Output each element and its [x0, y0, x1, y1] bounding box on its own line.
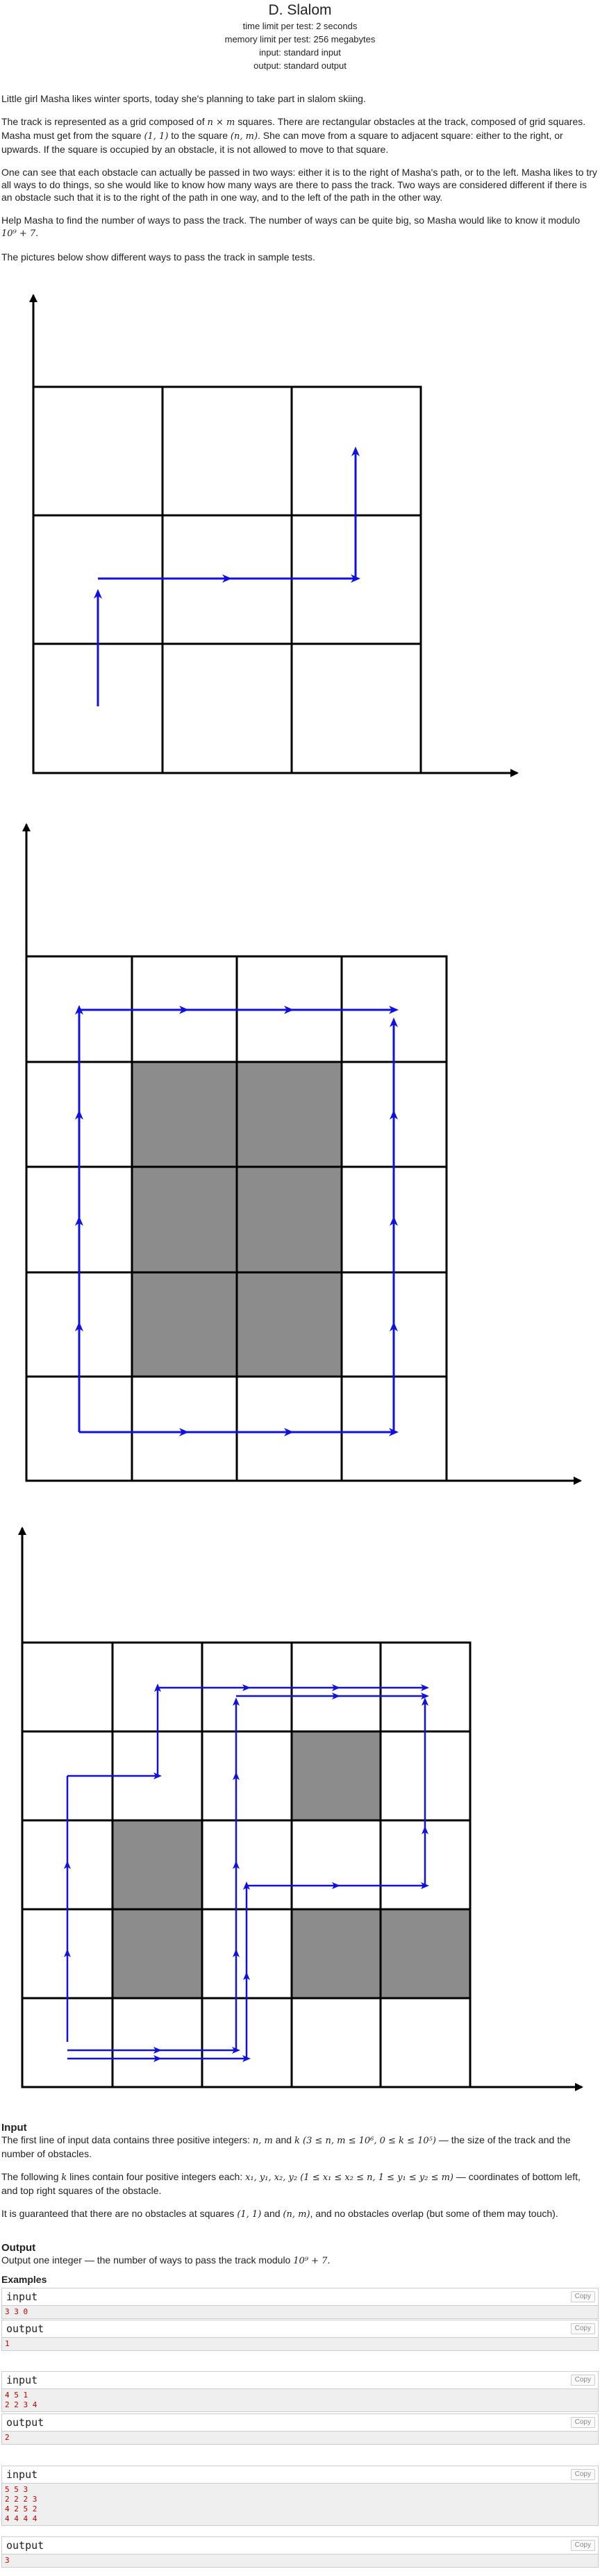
copy-button[interactable]: Copy: [570, 2417, 595, 2428]
example-3-output: output Copy 3: [1, 2536, 599, 2568]
time-limit: time limit per test: 2 seconds: [242, 21, 358, 31]
input-section: Input The first line of input data conta…: [0, 2122, 600, 2221]
input-paragraph: The first line of input data contains th…: [1, 2134, 571, 2159]
copy-button[interactable]: Copy: [570, 2375, 595, 2386]
output-label: output: [6, 2539, 44, 2552]
sample-2-diagram: [22, 823, 582, 1485]
statement-paragraph: Little girl Masha likes winter sports, t…: [1, 93, 366, 104]
input-paragraph: It is guaranteed that there are no obsta…: [1, 2208, 558, 2220]
copy-button[interactable]: Copy: [570, 2323, 595, 2334]
grid: [25, 955, 448, 1482]
problem-title: D. Slalom: [268, 2, 332, 18]
path-left: [75, 1005, 399, 1432]
copy-button[interactable]: Copy: [570, 2291, 595, 2302]
example-output-text: 1: [2, 2338, 598, 2350]
example-1-output: output Copy 1: [1, 2320, 599, 2351]
copy-button[interactable]: Copy: [570, 2469, 595, 2480]
copy-button[interactable]: Copy: [570, 2540, 595, 2551]
examples-heading: Examples: [1, 2274, 47, 2285]
input-label: input: [6, 2468, 38, 2481]
example-input-text: 4 5 1 2 2 3 4: [2, 2389, 598, 2411]
sample-1-diagram: [29, 294, 519, 777]
memory-limit: memory limit per test: 256 megabytes: [224, 34, 376, 44]
input-spec: input: standard input: [259, 47, 341, 58]
path-b: [67, 1693, 429, 2054]
input-label: input: [6, 2374, 38, 2386]
output-paragraph: Output one integer — the number of ways …: [1, 2254, 331, 2266]
statement-paragraph: Help Masha to find the number of ways to…: [1, 215, 581, 239]
path-a: [64, 1684, 429, 2042]
sample-3-diagram: [18, 1527, 583, 2091]
example-1-input: input Copy 3 3 0: [1, 2288, 599, 2319]
statement-paragraph: The track is represented as a grid compo…: [1, 116, 586, 155]
input-paragraph: The following k lines contain four posit…: [1, 2171, 581, 2196]
example-input-text: 5 5 3 2 2 2 3 4 2 5 2 4 4 4 4: [2, 2484, 598, 2525]
statement-paragraph: The pictures below show different ways t…: [1, 251, 315, 263]
path-c: [67, 1697, 429, 2062]
example-output-text: 2: [2, 2432, 598, 2444]
example-3-input: input Copy 5 5 3 2 2 2 3 4 2 5 2 4 4 4 4: [1, 2466, 599, 2526]
grid: [32, 385, 422, 774]
output-section: Output Output one integer — the number o…: [0, 2242, 600, 2268]
output-spec: output: standard output: [253, 60, 347, 71]
axes: [29, 294, 519, 777]
output-heading: Output: [1, 2242, 36, 2254]
example-input-text: 3 3 0: [2, 2306, 598, 2318]
problem-header: D. Slalom time limit per test: 2 seconds…: [0, 0, 600, 72]
path: [94, 447, 360, 706]
example-output-text: 3: [2, 2554, 598, 2567]
output-label: output: [6, 2322, 44, 2335]
input-heading: Input: [1, 2122, 27, 2134]
example-2-input: input Copy 4 5 1 2 2 3 4: [1, 2371, 599, 2412]
statement-paragraph: One can see that each obstacle can actua…: [1, 167, 597, 203]
statement: Little girl Masha likes winter sports, t…: [0, 92, 600, 263]
output-label: output: [6, 2416, 44, 2429]
path-right: [79, 1017, 399, 1436]
input-label: input: [6, 2291, 38, 2303]
example-2-output: output Copy 2: [1, 2413, 599, 2445]
